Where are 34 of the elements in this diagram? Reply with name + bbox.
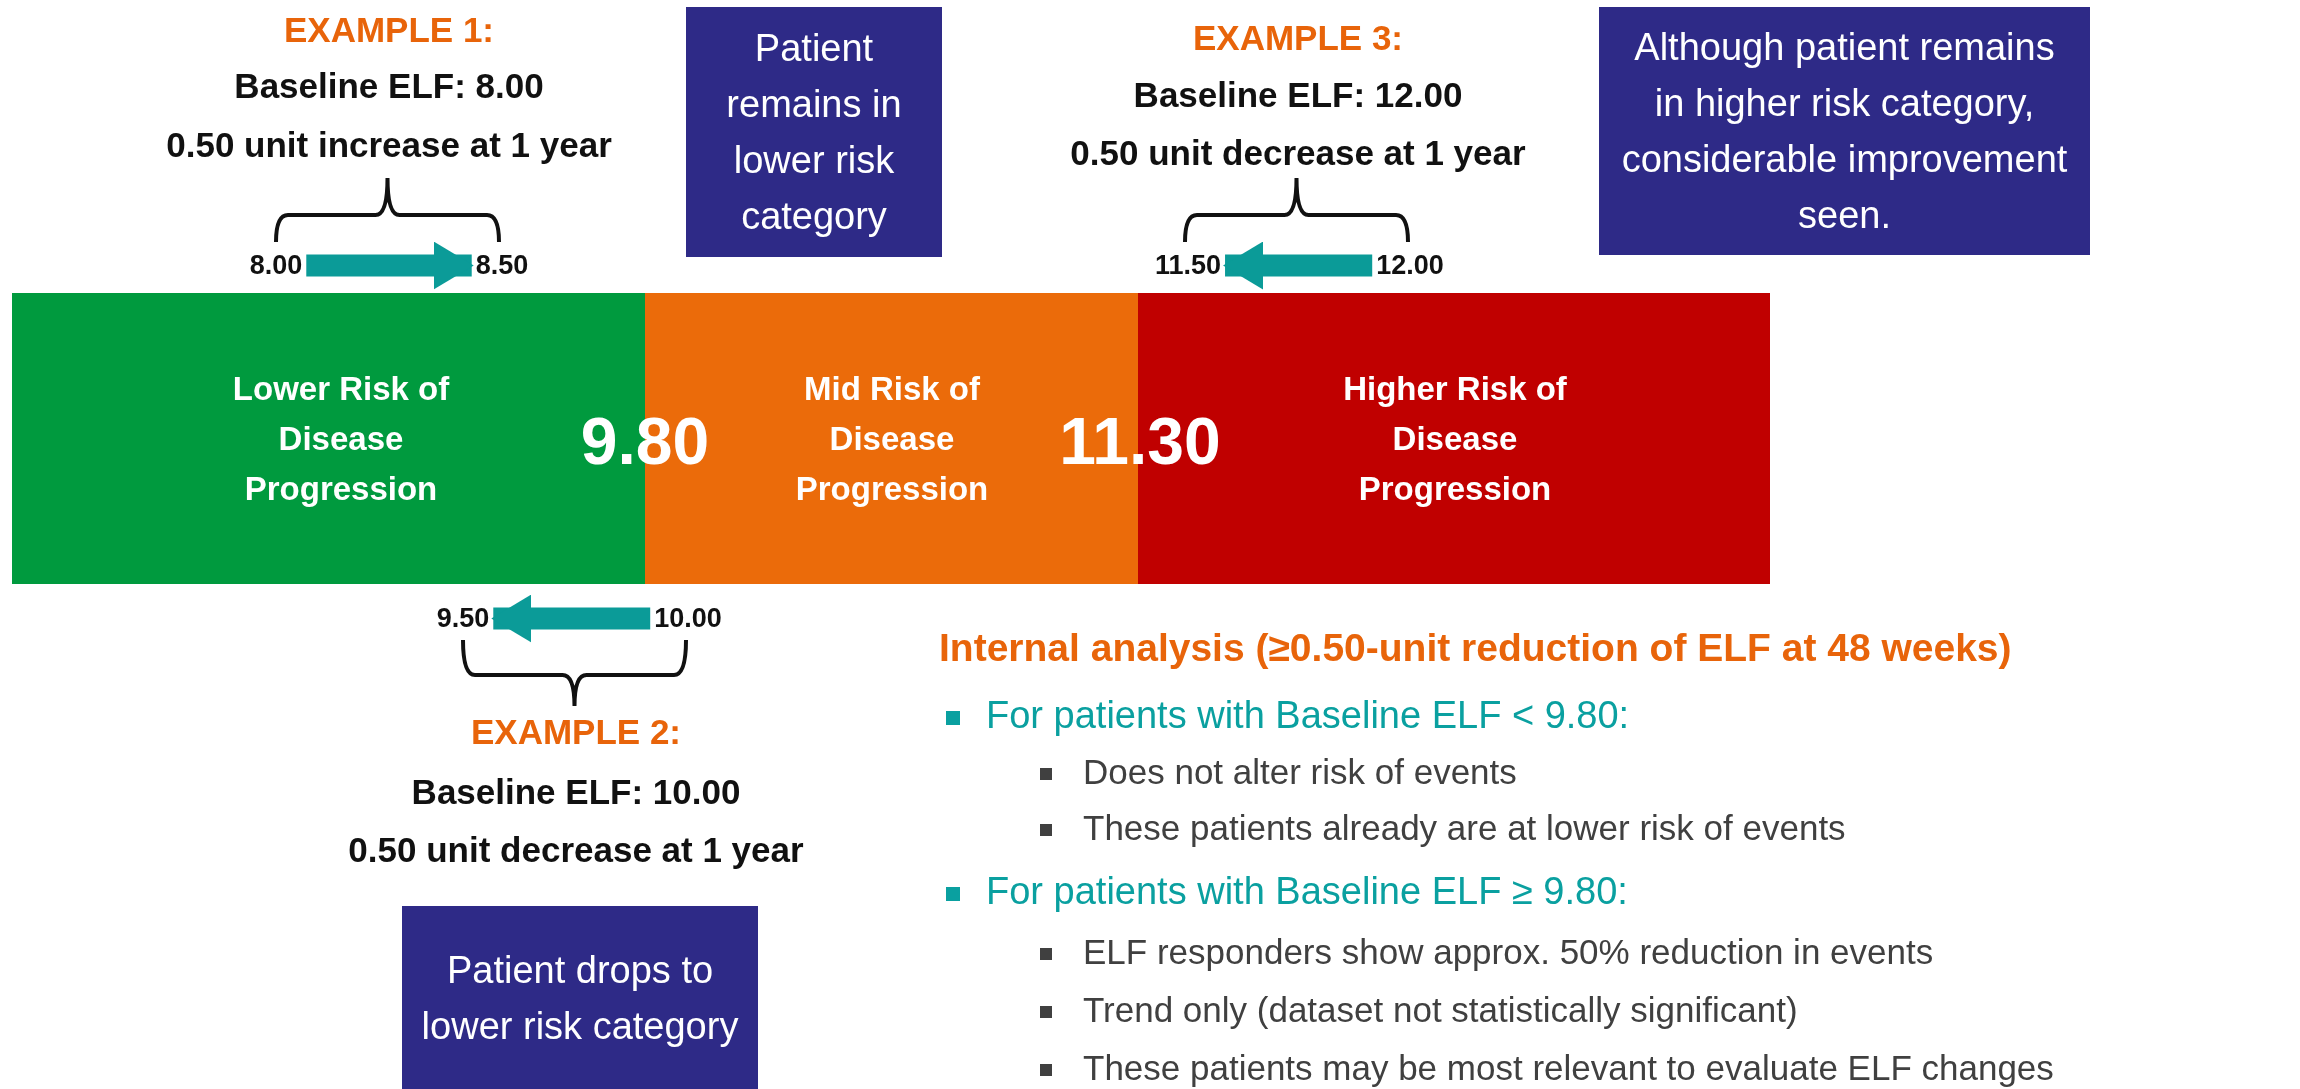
arrow — [491, 594, 651, 643]
value-label: 12.00 — [1376, 250, 1444, 281]
value-label: 8.00 — [249, 250, 303, 281]
band-label: Mid Risk of Disease Progression — [794, 368, 990, 509]
arrow — [306, 241, 474, 290]
bullet-text: ELF responders show approx. 50% reduction in events — [1083, 932, 1934, 972]
value-label: 9.50 — [436, 603, 490, 634]
heading: Internal analysis (≥0.50-unit reduction of ELF at 48 weeks) — [939, 626, 2012, 670]
bullet-text: For patients with Baseline ELF < 9.80: — [986, 694, 1630, 737]
callout-box: Although patient remains in higher risk category, considerable improvement seen. — [1599, 7, 2090, 255]
example-text: 0.50 unit increase at 1 year — [166, 125, 612, 165]
value-label: 10.00 — [654, 603, 722, 634]
bullet-text: Trend only (dataset not statistically significant) — [1083, 990, 1798, 1030]
example-text: EXAMPLE 3: — [1193, 18, 1403, 58]
value-label: 11.50 — [1154, 250, 1222, 281]
value-label: 8.50 — [475, 250, 529, 281]
example-text: EXAMPLE 2: — [471, 712, 681, 752]
bullet-text: These patients may be most relevant to evaluate ELF changes — [1083, 1048, 2054, 1088]
arrow — [1223, 241, 1373, 290]
example-text: 0.50 unit decrease at 1 year — [348, 830, 804, 870]
example-text: 0.50 unit decrease at 1 year — [1070, 133, 1526, 173]
bullet-text: For patients with Baseline ELF ≥ 9.80: — [986, 870, 1628, 913]
callout-box: Patient remains in lower risk category — [686, 7, 942, 257]
example-text: Baseline ELF: 8.00 — [234, 66, 544, 106]
band-label: Lower Risk of Disease Progression — [231, 368, 451, 509]
bullet-text: These patients already are at lower risk of events — [1083, 808, 1846, 848]
threshold-value: 11.30 — [1059, 403, 1221, 479]
threshold-value: 9.80 — [580, 403, 710, 479]
band-label: Higher Risk of Disease Progression — [1342, 368, 1568, 509]
example-text: EXAMPLE 1: — [284, 10, 494, 50]
callout-box: Patient drops to lower risk category — [402, 906, 758, 1089]
example-text: Baseline ELF: 10.00 — [411, 772, 741, 812]
example-text: Baseline ELF: 12.00 — [1133, 75, 1463, 115]
bullet-text: Does not alter risk of events — [1083, 752, 1517, 792]
